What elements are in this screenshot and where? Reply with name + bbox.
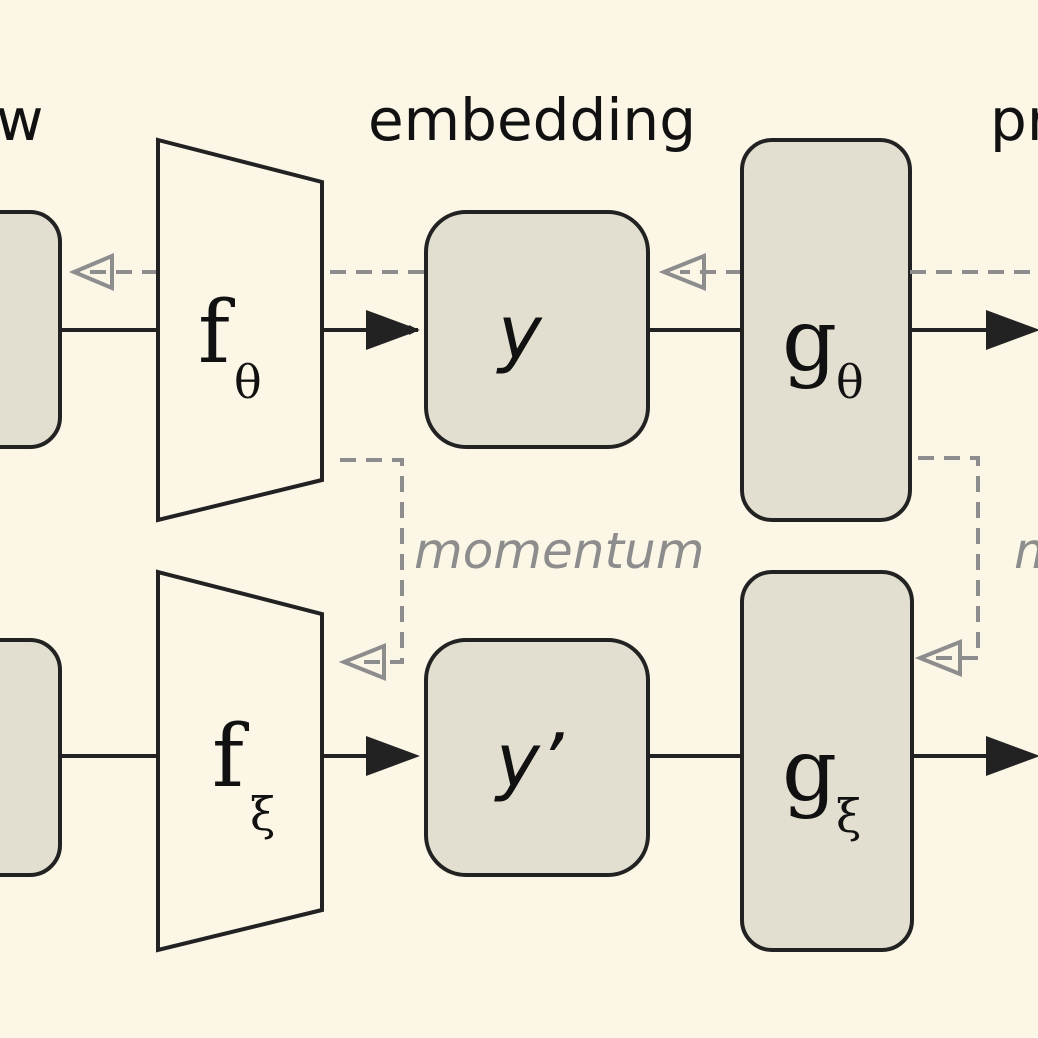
- online-encoder-arrowhead: [366, 310, 420, 350]
- target-encoder-subscript: ξ: [250, 787, 275, 841]
- online-projector-label: g: [782, 291, 837, 391]
- target-encoder-label: f: [212, 707, 249, 807]
- target-encoder-arrowhead: [366, 736, 420, 776]
- momentum-arrowhead-projector: [914, 639, 962, 677]
- header-left-partial: w: [0, 86, 43, 154]
- target-output-arrowhead: [986, 736, 1038, 776]
- header-embedding: embedding: [368, 86, 696, 154]
- momentum-connector-encoder: [340, 458, 404, 664]
- online-encoder-trapezoid: [156, 137, 324, 523]
- online-embedding-label: y: [496, 290, 543, 376]
- online-projector-subscript: θ: [836, 355, 864, 409]
- online-gradient-arrowhead-left: [68, 252, 114, 292]
- target-projector-box: [740, 570, 914, 952]
- momentum-label-right-partial: m: [1014, 522, 1038, 580]
- online-output-arrowhead: [986, 310, 1038, 350]
- online-encoder-subscript: θ: [234, 355, 262, 409]
- online-encoder-label: f: [198, 283, 235, 383]
- target-projector-label: g: [782, 721, 837, 821]
- momentum-arrowhead-encoder: [338, 643, 386, 681]
- momentum-connector-projector: [918, 456, 980, 660]
- target-projector-subscript: ξ: [836, 789, 861, 843]
- online-gradient-arrowhead-mid: [658, 253, 706, 291]
- momentum-label: momentum: [414, 522, 704, 580]
- target-input-box: [0, 638, 62, 877]
- online-input-box: [0, 210, 62, 449]
- header-right-partial: pr: [990, 86, 1038, 154]
- target-encoder-trapezoid: [156, 569, 324, 953]
- target-embedding-label: y’: [494, 718, 565, 804]
